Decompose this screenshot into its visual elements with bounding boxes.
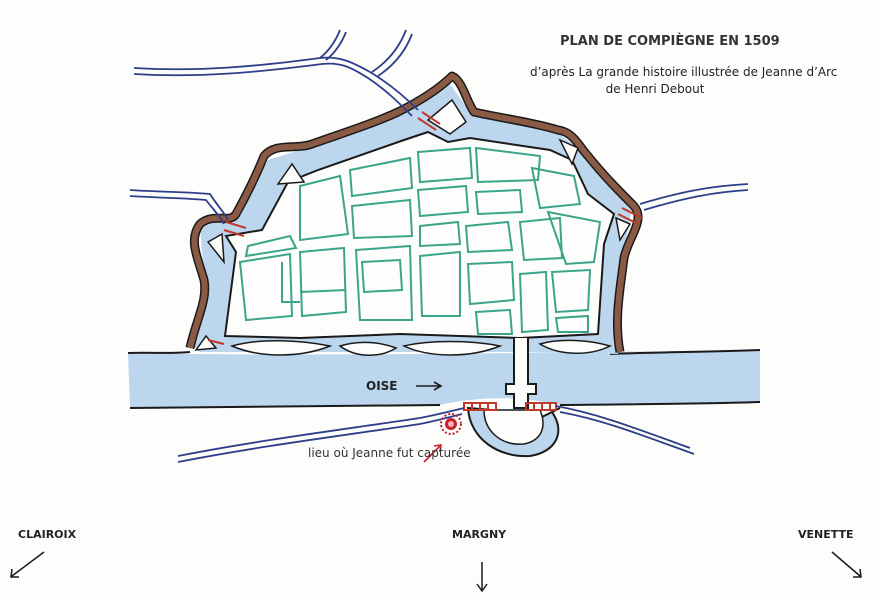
capture-marker	[440, 413, 462, 435]
streams	[129, 29, 749, 463]
direction-arrow-clairoix	[10, 551, 45, 578]
capture-label: lieu où Jeanne fut capturée	[308, 446, 471, 460]
direction-label-margny: MARGNY	[452, 528, 507, 541]
river-label: OISE	[366, 379, 398, 393]
direction-label-clairoix: CLAIROIX	[18, 528, 77, 541]
island-4	[538, 339, 613, 354]
river-bank-south	[129, 401, 761, 409]
bridge-road	[505, 338, 537, 409]
island-1	[229, 340, 333, 356]
street-blocks	[238, 146, 602, 335]
map-title: PLAN DE COMPIÈGNE EN 1509	[560, 34, 780, 49]
bastion-northeast	[558, 138, 579, 166]
bastion-southwest	[194, 334, 218, 351]
map-subtitle-line-2: de Henri Debout	[605, 82, 705, 96]
river-bank-north-east	[609, 349, 761, 355]
island-2	[338, 341, 398, 356]
river-flow-arrow	[416, 381, 443, 391]
direction-arrow-margny	[476, 562, 488, 593]
bastion-east	[615, 216, 632, 243]
bastion-west	[206, 232, 225, 265]
direction-arrow-venette	[831, 551, 862, 578]
bastion-north	[426, 98, 468, 135]
capture-arrow	[423, 444, 442, 463]
map-subtitle: d’après La grande histoire illustrée de …	[530, 64, 838, 98]
map-subtitle-line-1: d’après La grande histoire illustrée de …	[530, 65, 838, 79]
river-oise	[128, 350, 760, 408]
river-bank-north	[127, 351, 191, 354]
southern-boulevard-inner	[483, 409, 544, 445]
direction-label-venette: VENETTE	[798, 528, 854, 541]
island-3	[401, 340, 503, 356]
rampart-wall-fill	[187, 73, 642, 353]
bastion-northwest	[276, 162, 306, 185]
